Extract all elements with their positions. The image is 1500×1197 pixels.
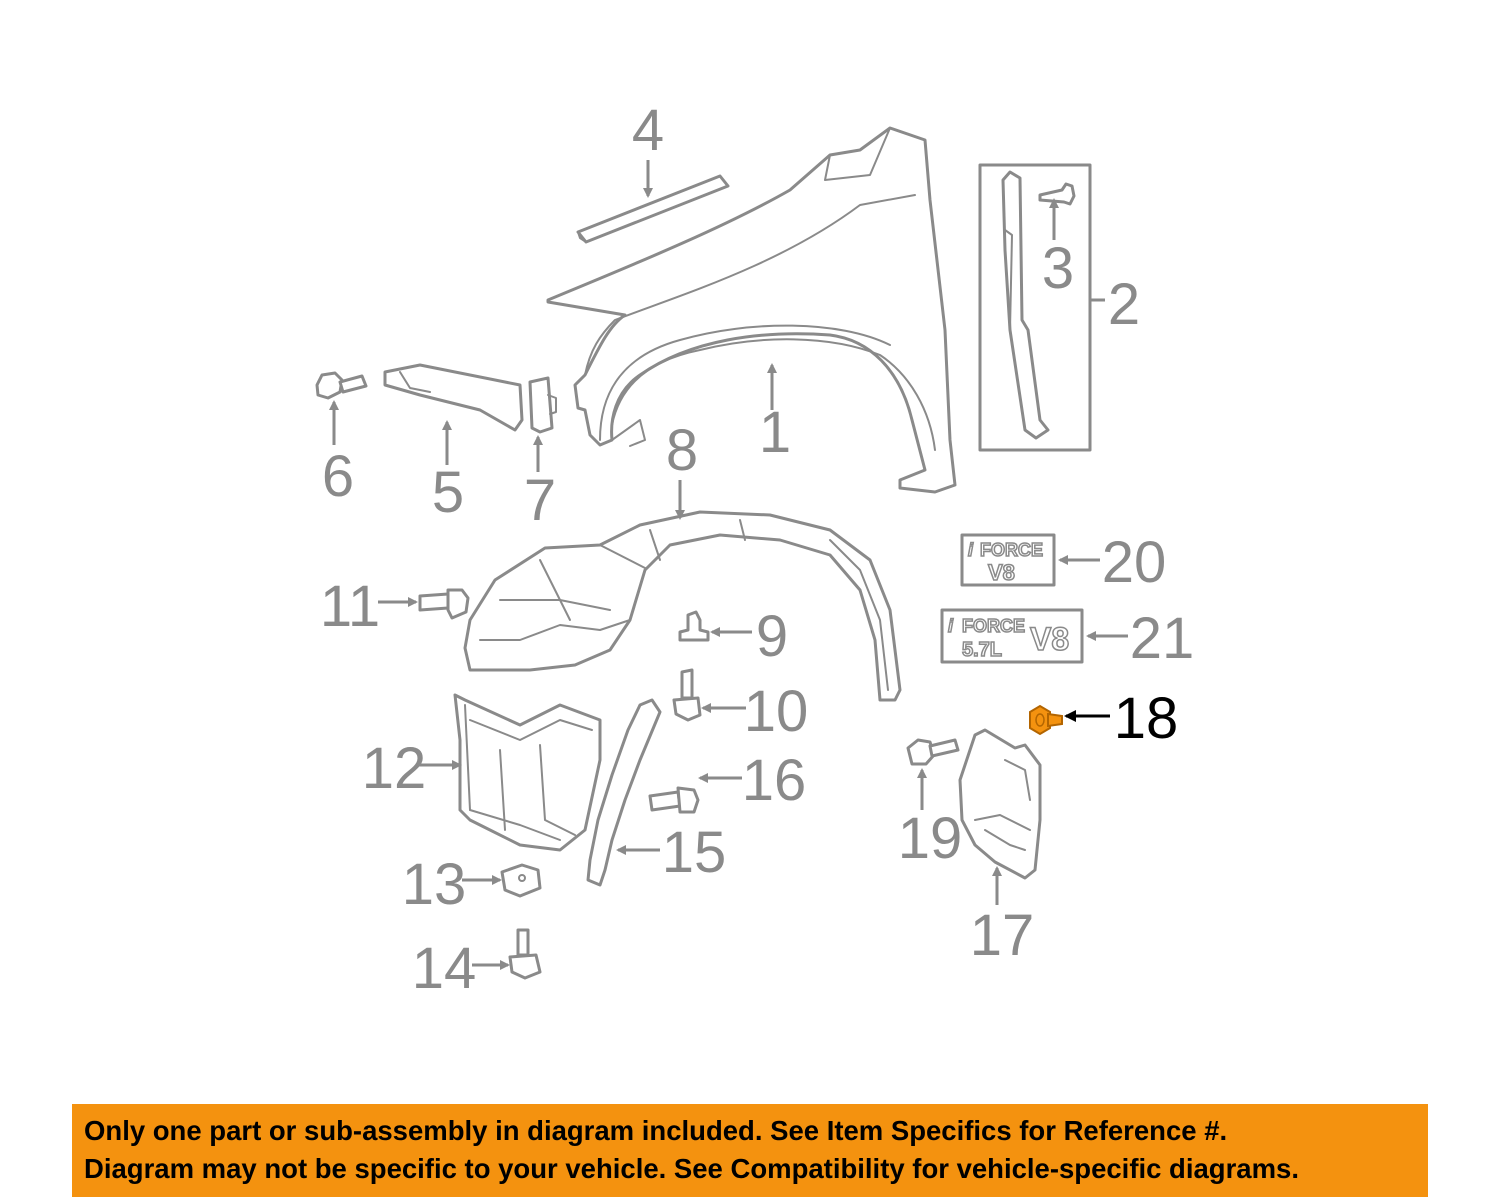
callout-17: 17 xyxy=(970,903,1035,968)
leader-arrows xyxy=(329,160,1128,970)
emblem-21-prefix: i xyxy=(948,616,954,636)
callout-6: 6 xyxy=(322,444,354,509)
bolt-part-16 xyxy=(648,786,700,814)
callout-16: 16 xyxy=(742,748,807,813)
emblem-21-displacement: 5.7L xyxy=(962,639,1002,661)
callout-20: 20 xyxy=(1102,530,1167,595)
callout-9: 9 xyxy=(756,604,788,669)
callout-13: 13 xyxy=(402,852,467,917)
emblem-21-brand: FORCE xyxy=(962,616,1025,636)
callout-14: 14 xyxy=(412,936,477,1001)
fender-part xyxy=(546,126,957,494)
liner-part xyxy=(463,510,902,702)
clip-part xyxy=(1038,182,1076,206)
callout-2: 2 xyxy=(1108,272,1140,337)
bolt-part-10 xyxy=(672,668,702,722)
emblem-iforce-v8: i FORCE V8 xyxy=(960,533,1056,587)
callout-19: 19 xyxy=(898,806,963,871)
disclaimer-line-2: Diagram may not be specific to your vehi… xyxy=(84,1153,1299,1184)
emblem-20-prefix: i xyxy=(968,540,974,560)
callout-15: 15 xyxy=(662,820,727,885)
bolt-part-14 xyxy=(508,928,542,980)
callout-21: 21 xyxy=(1130,606,1195,671)
callout-7: 7 xyxy=(524,468,556,533)
clip-part-9 xyxy=(678,610,710,642)
bolt-part-19 xyxy=(906,738,960,766)
retainer-part xyxy=(528,376,557,434)
callout-11: 11 xyxy=(320,574,380,639)
splash-shield-part xyxy=(453,693,602,852)
emblem-21-engine: V8 xyxy=(1030,621,1069,657)
moulding-part xyxy=(576,174,730,244)
callout-5: 5 xyxy=(432,460,464,525)
callout-4: 4 xyxy=(632,98,664,163)
emblem-20-engine: V8 xyxy=(988,560,1015,585)
clip-part-18-highlighted xyxy=(1029,704,1063,736)
seal-part xyxy=(978,163,1092,452)
callout-8: 8 xyxy=(666,418,698,483)
bracket-part xyxy=(383,363,524,432)
seal-strip-part xyxy=(586,698,662,887)
callout-12: 12 xyxy=(362,736,427,801)
callout-3: 3 xyxy=(1042,236,1074,301)
mudguard-part xyxy=(958,728,1042,880)
emblem-20-brand: FORCE xyxy=(980,540,1043,560)
emblem-iforce-57l-v8: i FORCE 5.7L V8 xyxy=(940,608,1084,664)
disclaimer-banner: Only one part or sub-assembly in diagram… xyxy=(72,1104,1428,1197)
callout-18: 18 xyxy=(1114,686,1179,751)
bolt-part-11 xyxy=(418,588,470,620)
bolt-part-6 xyxy=(315,371,368,400)
callout-numbers: 4 3 2 1 8 6 5 7 20 11 9 21 10 18 12 16 1… xyxy=(320,98,1194,1001)
nut-part xyxy=(500,863,542,898)
callout-10: 10 xyxy=(744,679,809,744)
callout-1: 1 xyxy=(759,400,791,465)
disclaimer-line-1: Only one part or sub-assembly in diagram… xyxy=(84,1115,1228,1146)
